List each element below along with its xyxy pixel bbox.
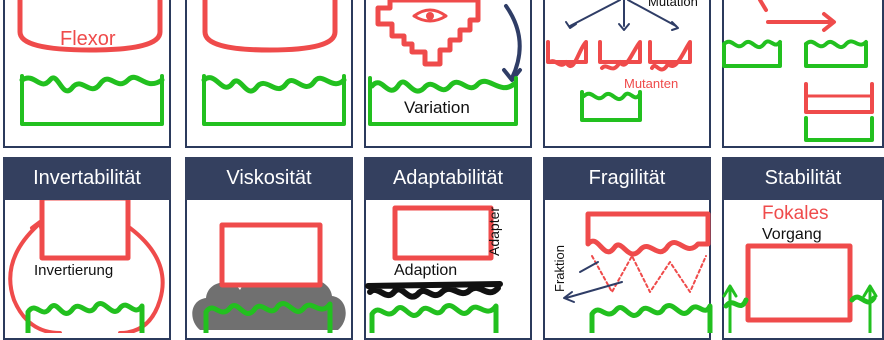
red-box <box>39 195 131 261</box>
label-mutation: Mutation <box>648 0 698 9</box>
green-vessel <box>202 74 346 126</box>
fraction-arrow <box>579 261 599 273</box>
red-box <box>392 205 494 261</box>
diagram-drawings <box>8 0 878 333</box>
branch-arrow <box>627 0 677 27</box>
flexor-cylinder <box>17 0 163 53</box>
fraction-arrow <box>565 281 623 299</box>
header-invertability: Invertabilität <box>3 157 171 200</box>
eye-pupil <box>426 12 434 20</box>
green-wave <box>589 303 713 333</box>
label-adapter: Adapter <box>486 206 502 256</box>
red-tick <box>758 0 768 12</box>
green-wave <box>723 294 877 309</box>
green-vessel <box>368 76 518 126</box>
green-vessel <box>580 90 642 122</box>
gear-shape <box>375 0 481 67</box>
green-wave <box>369 303 499 333</box>
cycle-arrow <box>504 4 522 80</box>
fragment-lines <box>591 255 707 293</box>
label-inversion: Invertierung <box>34 262 114 279</box>
label-flexor: Flexor <box>60 28 116 50</box>
green-wave <box>25 301 145 333</box>
green-vessel <box>722 42 782 68</box>
green-wave <box>19 74 165 94</box>
label-process: Vorgang <box>762 226 822 243</box>
green-wave <box>722 39 782 50</box>
eye-icon <box>412 8 448 23</box>
label-mutants: Mutanten <box>624 76 679 91</box>
green-vessel <box>20 74 164 126</box>
label-fraction: Fraktion <box>552 245 567 292</box>
label-variation: Variation <box>404 98 470 118</box>
mutant-vessel <box>648 40 692 72</box>
red-box <box>219 222 323 288</box>
header-viscosity: Viskosität <box>185 157 353 200</box>
cylinder-red <box>202 0 338 53</box>
header-adaptability: Adaptabilität <box>364 157 532 200</box>
green-wave <box>582 91 642 102</box>
header-stability: Stabilität <box>722 157 884 200</box>
branch-arrow <box>569 0 621 27</box>
inversion-arc <box>118 226 165 333</box>
header-fragility: Fragilität <box>543 157 711 200</box>
green-vessel <box>804 116 874 142</box>
green-wave <box>201 75 347 94</box>
green-vessel <box>804 42 868 68</box>
cycle-arrowhead <box>502 68 522 82</box>
green-wave <box>804 39 868 50</box>
panel-top-5 <box>722 0 884 148</box>
mutant-vessel <box>598 40 642 71</box>
red-box <box>745 243 853 323</box>
label-focal: Fokales <box>762 203 829 224</box>
red-vessel <box>804 82 874 114</box>
green-wave <box>203 301 333 333</box>
fragile-vessel <box>585 211 711 257</box>
adapter-layer <box>365 281 503 300</box>
mutant-vessel <box>546 40 588 68</box>
green-wave <box>369 78 517 94</box>
inversion-arc <box>8 223 62 333</box>
label-adaption: Adaption <box>394 262 458 279</box>
viscous-cloud <box>192 275 346 330</box>
